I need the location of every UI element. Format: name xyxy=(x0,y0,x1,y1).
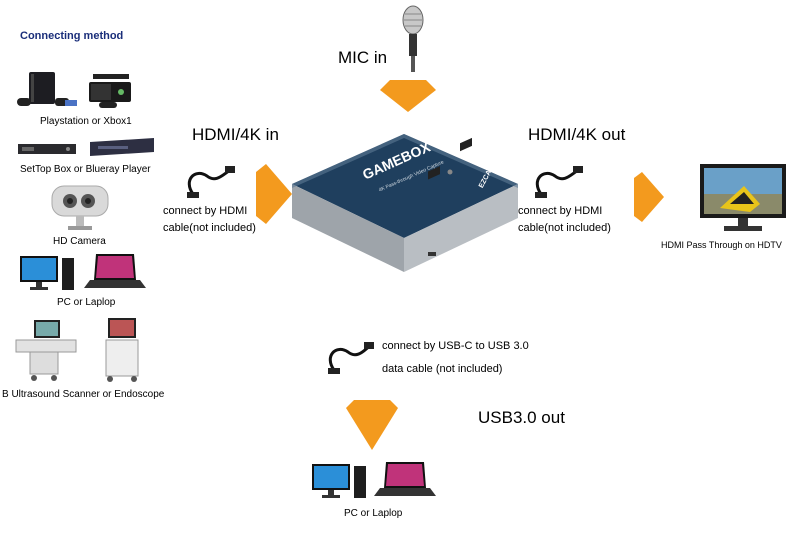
arrow-hdmi-in xyxy=(256,164,292,224)
arrow-usb-down xyxy=(346,400,398,450)
hdmi-in-note-line1: connect by HDMI xyxy=(163,205,248,217)
camera-icon xyxy=(51,185,109,230)
hdtv-label: HDMI Pass Through on HDTV xyxy=(661,240,782,250)
hdmi-in-label: HDMI/4K in xyxy=(192,125,279,144)
hdmi-cable-icon-left xyxy=(187,166,235,198)
arrow-mic-down xyxy=(380,80,436,112)
hdmi-out-label: HDMI/4K out xyxy=(528,125,626,144)
hdmi-cable-icon-right xyxy=(535,166,583,198)
source-medical-label: B Ultrasound Scanner or Endoscope xyxy=(2,389,165,400)
mic-in-label: MIC in xyxy=(338,48,388,67)
hdmi-in-note: connect by HDMI cable(not included) xyxy=(163,203,256,237)
usb-out-label: USB3.0 out xyxy=(478,408,565,427)
capture-device xyxy=(292,134,518,272)
usb-note-line1: connect by USB-C to USB 3.0 xyxy=(382,340,529,352)
hdmi-out-note-line1: connect by HDMI xyxy=(518,205,603,217)
usb-cable-icon xyxy=(328,342,374,374)
settop-box-icon xyxy=(18,138,154,156)
hdmi-out-note-line2: cable(not included) xyxy=(518,222,611,234)
source-settop-label: SetTop Box or Blueray Player xyxy=(20,164,151,175)
target-pc-laptop-icon xyxy=(312,462,436,498)
diagram-title: Connecting method xyxy=(20,30,124,42)
hdmi-in-note-line2: cable(not included) xyxy=(163,222,256,234)
source-pc-label: PC or Laplop xyxy=(57,297,116,308)
source-camera-label: HD Camera xyxy=(53,236,106,247)
usb-note-line2: data cable (not included) xyxy=(382,363,503,375)
microphone-icon xyxy=(402,5,424,72)
ultrasound-scanner-icon xyxy=(15,318,139,382)
console-icon xyxy=(17,72,131,108)
source-console-label: Playstation or Xbox1 xyxy=(40,116,132,127)
target-pc-label: PC or Laplop xyxy=(344,508,403,519)
usb-note: connect by USB-C to USB 3.0 data cable (… xyxy=(382,335,529,381)
pc-laptop-icon xyxy=(20,254,146,290)
arrow-hdmi-out xyxy=(634,172,664,222)
hdtv-icon xyxy=(700,164,786,231)
hdmi-out-note: connect by HDMI cable(not included) xyxy=(518,203,611,237)
